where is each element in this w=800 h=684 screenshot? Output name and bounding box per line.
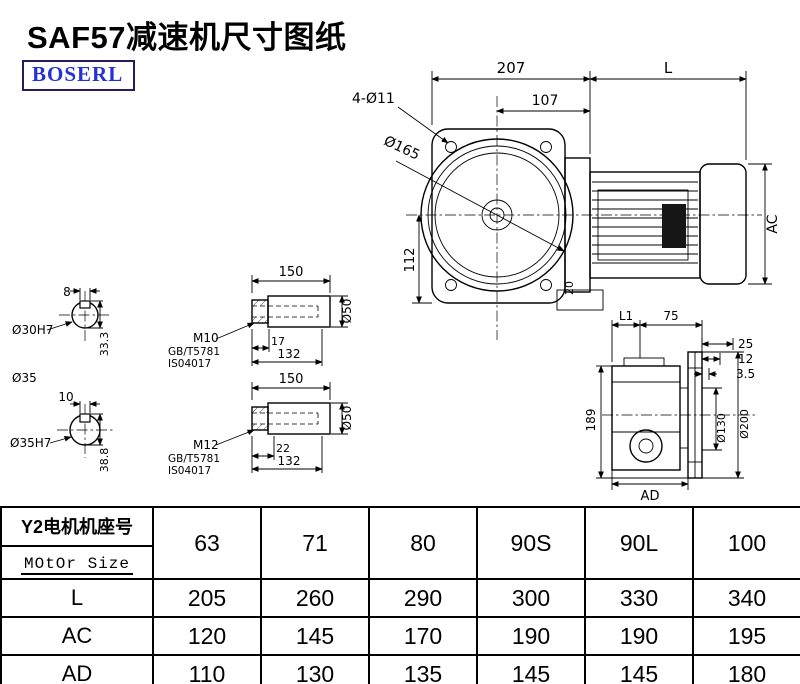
table-row-L: L 205 260 290 300 330 340 bbox=[0, 578, 800, 618]
dim-3-5: 3.5 bbox=[736, 367, 755, 381]
value-cell: 195 bbox=[692, 616, 800, 656]
motor bbox=[564, 157, 747, 293]
table-row-AC: AC 120 145 170 190 190 195 bbox=[0, 616, 800, 656]
dim-bore-depth-132: 132 bbox=[278, 347, 301, 361]
main-view: 207 L 107 4-Ø11 Ø165 112 AC 20 bbox=[352, 59, 781, 340]
standard-iso4017: IS04017 bbox=[168, 465, 211, 477]
motor-size-table: Y2电机机座号 MOtOr Size 63 71 80 90S 90L 100 … bbox=[0, 506, 800, 684]
col-header: 71 bbox=[260, 506, 370, 580]
dim-L: L bbox=[664, 59, 673, 77]
dim-207: 207 bbox=[497, 59, 526, 77]
dia-label-d50: Ø50 bbox=[340, 299, 354, 324]
keyway bbox=[79, 413, 91, 423]
motor-size-header-cell: Y2电机机座号 MOtOr Size bbox=[0, 506, 154, 580]
side-view-dimensions: L1 75 25 12 3.5 189 Ø13 bbox=[584, 309, 755, 504]
brand-text: BOSERL bbox=[32, 62, 124, 86]
standard-gb-t5781: GB/T5781 bbox=[168, 346, 220, 358]
dimension-drawing: 207 L 107 4-Ø11 Ø165 112 AC 20 bbox=[10, 59, 781, 504]
output-hub-circle bbox=[629, 429, 663, 463]
dia-label-d130: Ø130 bbox=[715, 413, 728, 443]
dim-length-150: 150 bbox=[279, 372, 304, 387]
dim-key-depth-33-3: 33.3 bbox=[98, 332, 111, 357]
shaft-body bbox=[267, 295, 331, 328]
col-header: 63 bbox=[152, 506, 262, 580]
shaft-end-view-1: 8 Ø30H7 33.3 Ø35 bbox=[12, 285, 111, 385]
value-cell: 205 bbox=[152, 578, 262, 618]
dim-key-width-8: 8 bbox=[63, 285, 71, 299]
value-cell: 290 bbox=[368, 578, 478, 618]
value-cell: 145 bbox=[260, 616, 370, 656]
flange-dia-label: Ø165 bbox=[381, 133, 422, 163]
value-cell: 145 bbox=[476, 654, 586, 684]
value-cell: 110 bbox=[152, 654, 262, 684]
hollow-shaft-a: 150 M10 17 132 Ø50 GB/T5781 IS04017 bbox=[168, 265, 354, 370]
dim-25: 25 bbox=[738, 337, 753, 351]
dim-key-width-10: 10 bbox=[58, 390, 73, 404]
bore-label-d35h7: Ø35H7 bbox=[10, 436, 51, 450]
main-view-centerlines bbox=[406, 96, 762, 340]
shaft-body bbox=[267, 402, 331, 435]
col-header: 80 bbox=[368, 506, 478, 580]
dim-key-depth-38-8: 38.8 bbox=[98, 448, 111, 473]
value-cell: 330 bbox=[584, 578, 694, 618]
motor-fan-cover bbox=[699, 163, 747, 285]
col-header: 100 bbox=[692, 506, 800, 580]
value-cell: 340 bbox=[692, 578, 800, 618]
row-label: AD bbox=[0, 654, 154, 684]
page-title: SAF57减速机尺寸图纸 bbox=[27, 20, 347, 55]
dim-AD: AD bbox=[641, 489, 660, 504]
value-cell: 190 bbox=[476, 616, 586, 656]
main-view-dimensions: 207 L 107 4-Ø11 Ø165 112 AC 20 bbox=[352, 59, 781, 304]
motor-nameplate-dark bbox=[662, 204, 686, 248]
keyway bbox=[79, 300, 91, 309]
value-cell: 130 bbox=[260, 654, 370, 684]
value-cell: 300 bbox=[476, 578, 586, 618]
dim-189: 189 bbox=[584, 409, 598, 432]
value-cell: 180 bbox=[692, 654, 800, 684]
value-cell: 190 bbox=[584, 616, 694, 656]
dim-length-150: 150 bbox=[279, 265, 304, 280]
dia-label-d200: Ø200 bbox=[738, 409, 751, 439]
value-cell: 145 bbox=[584, 654, 694, 684]
header-label-en: MOtOr Size bbox=[20, 555, 133, 575]
side-view: L1 75 25 12 3.5 189 Ø13 bbox=[584, 309, 756, 504]
dim-L1: L1 bbox=[619, 309, 633, 323]
table-header-row: Y2电机机座号 MOtOr Size 63 71 80 90S 90L 100 bbox=[0, 506, 800, 580]
thread-label-m10: M10 bbox=[193, 331, 219, 345]
col-header: 90S bbox=[476, 506, 586, 580]
value-cell: 260 bbox=[260, 578, 370, 618]
dia-label-d35: Ø35 bbox=[12, 371, 37, 385]
dim-107: 107 bbox=[532, 93, 559, 109]
standard-iso4017: IS04017 bbox=[168, 358, 211, 370]
header-label-cn: Y2电机机座号 bbox=[2, 508, 152, 547]
dim-thread-depth-17: 17 bbox=[271, 335, 285, 348]
dim-75: 75 bbox=[663, 309, 678, 323]
value-cell: 135 bbox=[368, 654, 478, 684]
bolt-holes-label: 4-Ø11 bbox=[352, 91, 395, 107]
row-label: AC bbox=[0, 616, 154, 656]
hollow-shaft-b: 150 M12 22 132 Ø50 GB/T5781 IS04017 bbox=[168, 372, 354, 477]
dim-AC: AC bbox=[765, 214, 781, 233]
motor-bell-housing bbox=[564, 157, 591, 293]
dim-12: 12 bbox=[738, 352, 753, 366]
dia-label-d50: Ø50 bbox=[340, 406, 354, 431]
dim-thread-depth-22: 22 bbox=[276, 442, 290, 455]
table-row-AD: AD 110 130 135 145 145 180 bbox=[0, 654, 800, 684]
brand-logo: BOSERL bbox=[22, 60, 136, 91]
dim-112: 112 bbox=[403, 248, 418, 273]
dim-bore-depth-132: 132 bbox=[278, 454, 301, 468]
dim-20: 20 bbox=[563, 281, 576, 295]
standard-gb-t5781: GB/T5781 bbox=[168, 453, 220, 465]
col-header: 90L bbox=[584, 506, 694, 580]
row-label: L bbox=[0, 578, 154, 618]
value-cell: 120 bbox=[152, 616, 262, 656]
shaft-end-view-2: 10 Ø35H7 38.8 bbox=[10, 390, 113, 472]
bore-label-d30h7: Ø30H7 bbox=[12, 323, 53, 337]
value-cell: 170 bbox=[368, 616, 478, 656]
thread-label-m12: M12 bbox=[193, 438, 219, 452]
